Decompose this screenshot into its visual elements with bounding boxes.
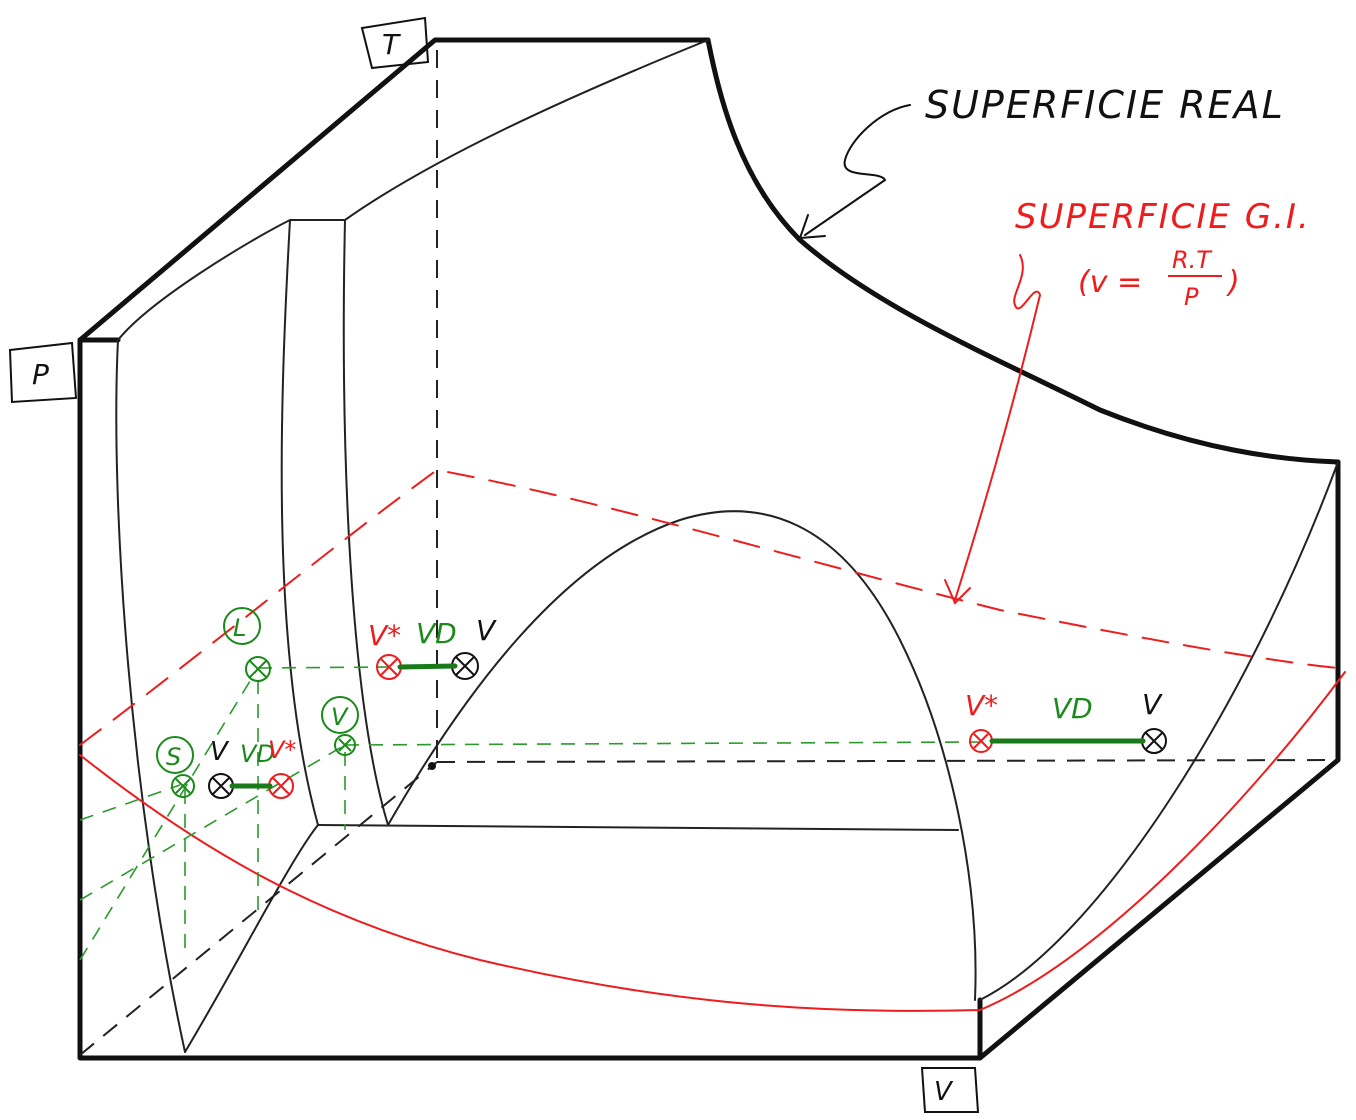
real-surface-lines — [115, 39, 1339, 1053]
real-surface-right-curve — [705, 37, 1341, 465]
frame-top-edge — [77, 37, 711, 343]
gi-eq-left: (v = — [1078, 265, 1142, 300]
real-pointer-line — [804, 104, 911, 236]
surface-top-curve — [117, 39, 709, 341]
ideal-gas-surface — [79, 254, 1346, 1012]
liquid-text: L — [233, 614, 246, 642]
markers — [171, 652, 1167, 799]
solid-liquid-line-2 — [342, 219, 389, 826]
horizontal-dashed — [436, 759, 1339, 763]
axis-t-text: T — [382, 28, 401, 61]
axis-p-box — [8, 341, 78, 404]
vapor-circle — [321, 696, 359, 734]
axis-v-box — [920, 1067, 980, 1113]
low-v-label: V — [210, 737, 230, 767]
phase-vapor: V — [321, 696, 359, 734]
vapor-text: V — [331, 703, 349, 731]
green-mid-row — [257, 666, 391, 669]
green-dashed-guides — [79, 666, 981, 961]
surface-right-lower — [979, 461, 1339, 1001]
ig-arrowhead — [944, 579, 971, 605]
ig-dashed-top — [79, 468, 1339, 746]
vapor-point-marker — [334, 734, 356, 756]
solid-point-marker — [171, 774, 195, 798]
solid-circle — [156, 736, 194, 774]
solid-boundary-left — [115, 339, 186, 1053]
gi-surface-label: SUPERFICIE G.I. — [1015, 197, 1311, 237]
axis-t-label: T — [360, 16, 430, 70]
right-vstar-label: V* — [965, 689, 998, 722]
gi-eq-right: ) — [1226, 265, 1240, 300]
mid-departure-line — [397, 663, 458, 670]
right-vd-label: VD — [1052, 692, 1093, 725]
solid-liquid-line-1 — [280, 219, 319, 826]
phase-solid: S — [156, 736, 194, 774]
axis-t-box — [360, 16, 430, 70]
departure-arrows — [229, 663, 1146, 789]
right-v-label: V — [1142, 688, 1163, 721]
ig-solid-curve — [79, 671, 1346, 1012]
axis-p-label: P — [8, 341, 78, 404]
liquid-circle — [223, 607, 261, 645]
mid-vstar-label: V* — [368, 619, 401, 652]
real-pointer-head — [798, 214, 826, 240]
solid-text: S — [166, 743, 181, 771]
green-diag-1 — [79, 667, 259, 961]
bottom-dashed — [79, 761, 438, 1056]
green-diag-3 — [79, 784, 181, 821]
triple-line — [317, 824, 959, 831]
gi-eq-num: R.T — [1172, 246, 1213, 274]
low-v-marker — [208, 773, 234, 799]
origin-dot — [428, 762, 436, 770]
gi-eq-den: P — [1184, 283, 1199, 311]
real-surface-pointer — [798, 104, 911, 240]
low-vstar-label: V* — [268, 736, 296, 764]
mid-v-label: V — [476, 614, 497, 647]
axis-v-text: V — [934, 1077, 954, 1107]
axis-v-label: V — [920, 1067, 980, 1113]
phase-liquid: L — [223, 607, 261, 645]
green-diag-2 — [79, 744, 346, 901]
low-vstar-marker — [268, 773, 294, 799]
ig-pointer — [954, 254, 1042, 601]
low-vd-label: VD — [240, 740, 275, 768]
right-v-marker — [1141, 728, 1167, 754]
frame-left-edge — [77, 337, 983, 1061]
box-frame — [77, 37, 1341, 1061]
green-low-row — [344, 741, 981, 746]
real-surface-label: SUPERFICIE REAL — [925, 83, 1285, 127]
mid-vd-label: VD — [416, 617, 457, 650]
black-dashed-guides — [79, 50, 1339, 1056]
liquid-point-marker — [245, 656, 271, 682]
axis-p-text: P — [32, 358, 49, 391]
right-vstar-marker — [969, 729, 993, 753]
vapor-dome — [387, 510, 977, 1001]
triple-to-bottom — [184, 824, 319, 1053]
